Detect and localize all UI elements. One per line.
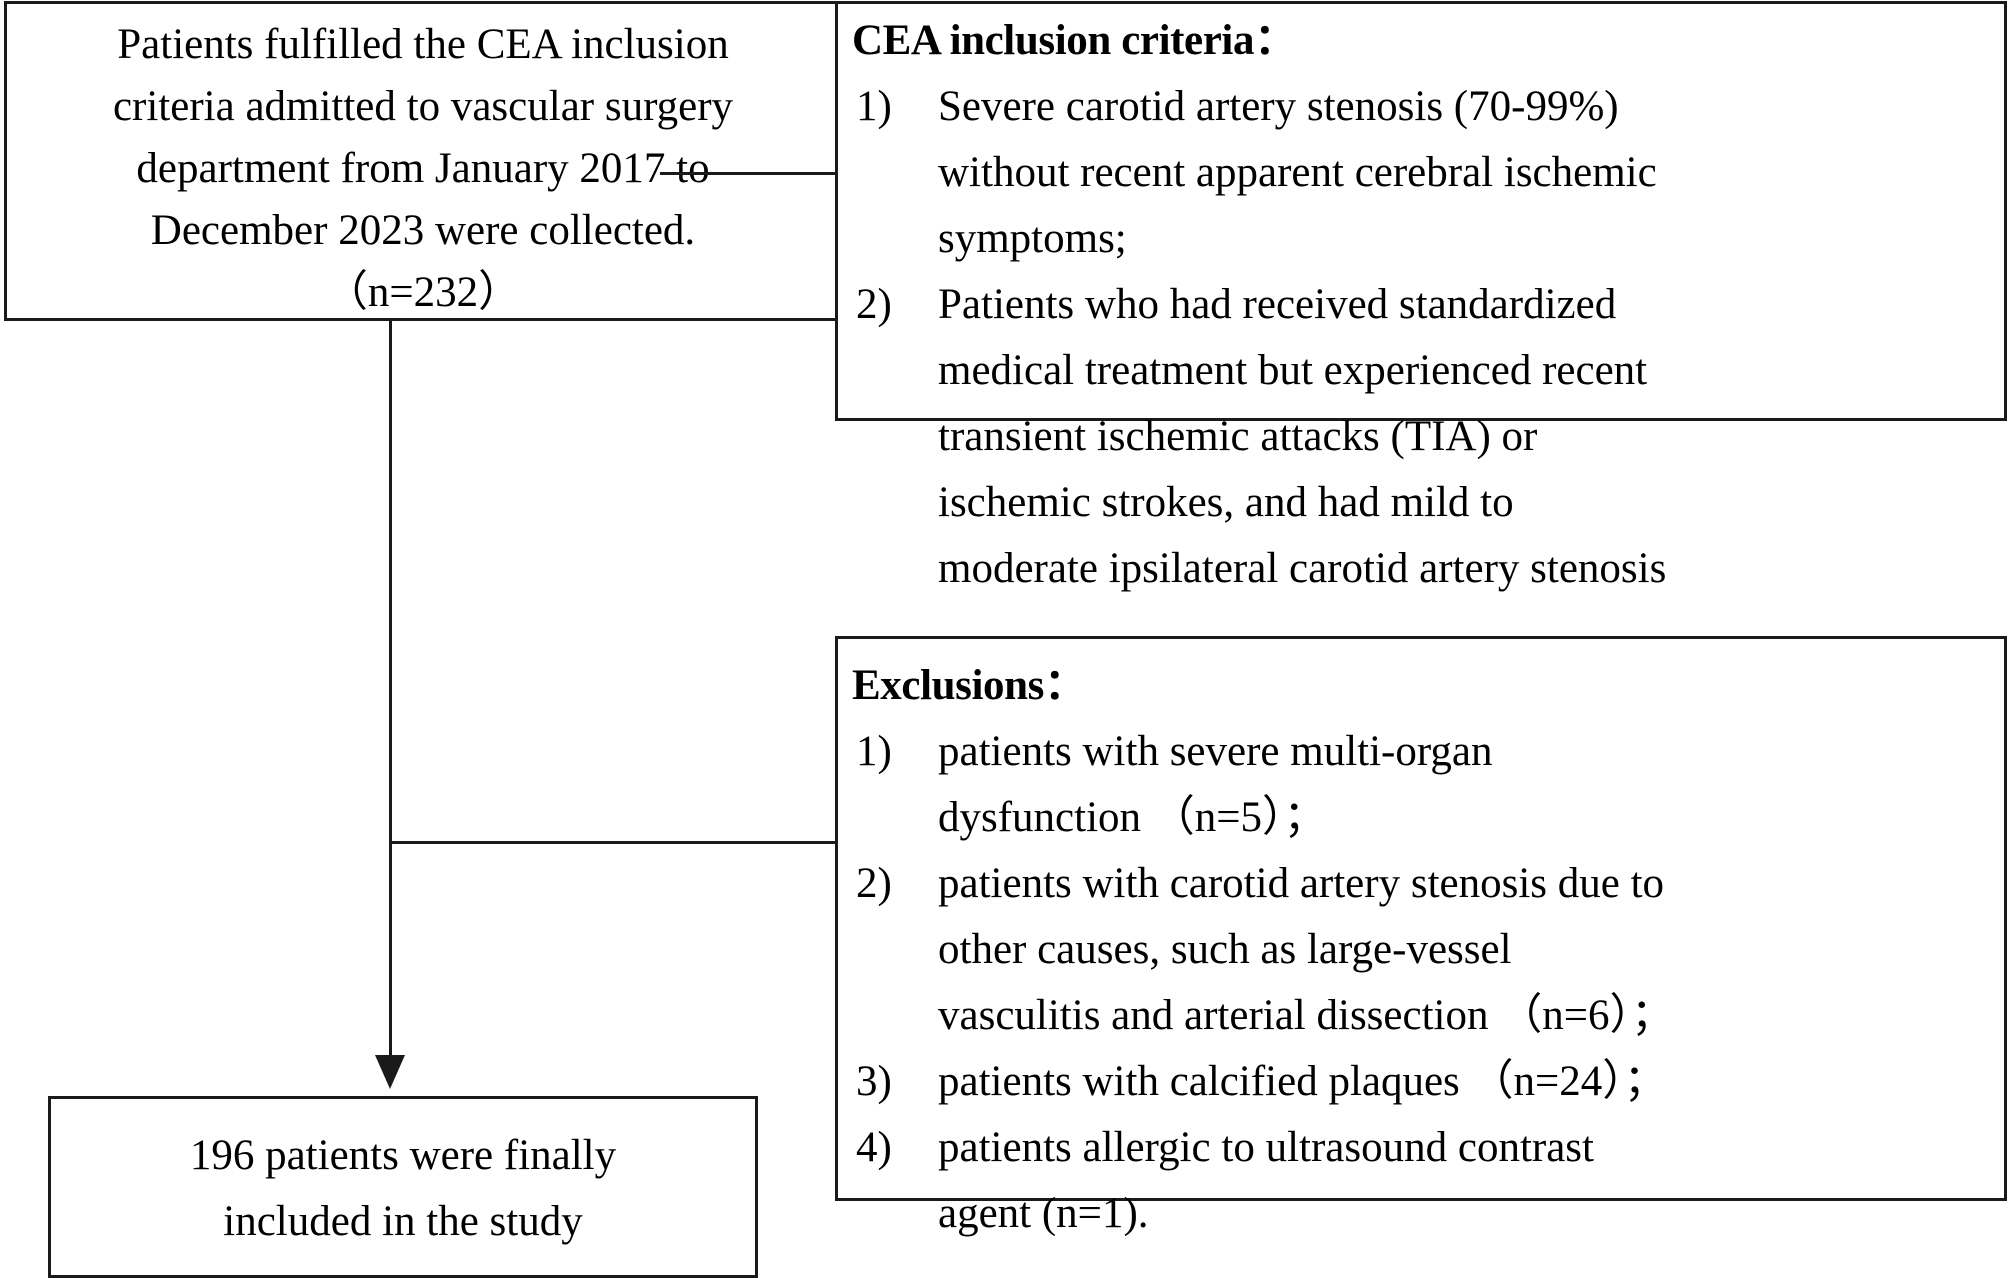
list-item-line: dysfunction （n=5）； <box>938 794 1327 841</box>
list-item-line: patients allergic to ultrasound contrast <box>938 1124 1594 1171</box>
inclusion-criteria-title: CEA inclusion criteria： <box>852 17 1297 64</box>
list-item-text: patients with calcified plaques （n=24）； <box>938 1049 2000 1115</box>
exclusions-panel: Exclusions： 1) patients with severe mult… <box>835 636 2007 1237</box>
list-item: 4) patients allergic to ultrasound contr… <box>852 1115 2000 1247</box>
list-item: 1) patients with severe multi-organ dysf… <box>852 719 2000 851</box>
list-item: 1) Severe carotid artery stenosis (70-99… <box>852 74 2000 272</box>
cohort-box-count: （n=232） <box>324 269 522 316</box>
connector-to-exclusions <box>389 841 838 844</box>
list-item-line: patients with severe multi-organ <box>938 728 1493 775</box>
list-item-marker: 2) <box>856 281 892 328</box>
list-item-line: agent (n=1). <box>938 1190 1149 1237</box>
exclusions-list: 1) patients with severe multi-organ dysf… <box>852 719 2000 1247</box>
list-item-text: patients with severe multi-organ dysfunc… <box>938 719 2000 851</box>
list-item-line: symptoms; <box>938 215 1127 262</box>
inclusion-criteria-panel: CEA inclusion criteria： 1) Severe caroti… <box>835 1 2007 592</box>
list-item-marker: 1) <box>856 728 892 775</box>
exclusions-title: Exclusions： <box>852 662 1087 709</box>
list-item-line: patients with calcified plaques （n=24）； <box>938 1058 1667 1105</box>
list-item-line: Severe carotid artery stenosis (70-99%) <box>938 83 1619 130</box>
cohort-box-line: Patients fulfilled the CEA inclusion <box>117 21 729 68</box>
list-item-line: transient ischemic attacks (TIA) or <box>938 413 1538 460</box>
connector-main-spine <box>389 320 392 1061</box>
list-item: 3) patients with calcified plaques （n=24… <box>852 1049 2000 1115</box>
list-item: 2) Patients who had received standardize… <box>852 272 2000 602</box>
cohort-box-line: criteria admitted to vascular surgery <box>112 83 734 130</box>
arrowhead-icon <box>375 1055 405 1089</box>
list-item-text: Patients who had received standardized m… <box>938 272 2000 602</box>
list-item-text: patients allergic to ultrasound contrast… <box>938 1115 2000 1247</box>
final-inclusion-line: 196 patients were finally <box>189 1132 617 1179</box>
cohort-box: Patients fulfilled the CEA inclusion cri… <box>4 1 842 321</box>
list-item-line: vasculitis and arterial dissection （n=6）… <box>938 992 1674 1039</box>
list-item-line: Patients who had received standardized <box>938 281 1617 328</box>
list-item-marker: 3) <box>856 1058 892 1105</box>
list-item: 2) patients with carotid artery stenosis… <box>852 851 2000 1049</box>
list-item-text: patients with carotid artery stenosis du… <box>938 851 2000 1049</box>
list-item-line: moderate ipsilateral carotid artery sten… <box>938 545 1667 592</box>
final-inclusion-box: 196 patients were finally included in th… <box>48 1096 758 1278</box>
inclusion-criteria-list: 1) Severe carotid artery stenosis (70-99… <box>852 74 2000 602</box>
list-item-marker: 4) <box>856 1124 892 1171</box>
list-item-line: other causes, such as large-vessel <box>938 926 1512 973</box>
final-inclusion-line: included in the study <box>223 1198 583 1245</box>
list-item-line: medical treatment but experienced recent <box>938 347 1648 394</box>
cohort-box-line: December 2023 were collected. <box>150 207 696 254</box>
list-item-marker: 2) <box>856 860 892 907</box>
list-item-line: without recent apparent cerebral ischemi… <box>938 149 1657 196</box>
list-item-line: ischemic strokes, and had mild to <box>938 479 1514 526</box>
list-item-marker: 1) <box>856 83 892 130</box>
cohort-box-line: department from January 2017 to <box>136 145 710 192</box>
list-item-text: Severe carotid artery stenosis (70-99%) … <box>938 74 2000 272</box>
list-item-line: patients with carotid artery stenosis du… <box>938 860 1665 907</box>
connector-to-inclusion-criteria <box>660 172 838 175</box>
